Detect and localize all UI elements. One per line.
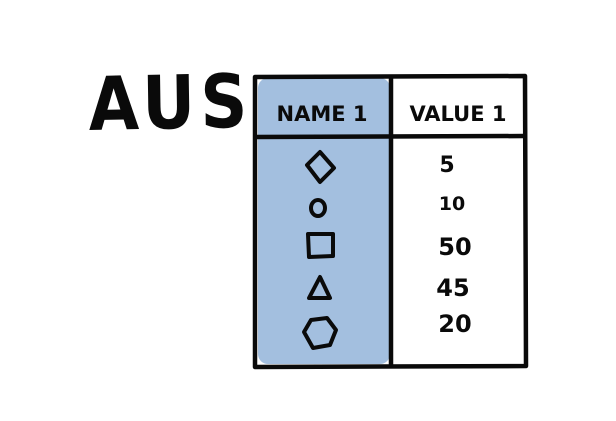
triangle-icon	[307, 275, 332, 300]
value-cell: 5	[439, 153, 454, 178]
header-value: VALUE 1	[409, 102, 506, 126]
hexagon-icon	[302, 316, 338, 350]
value-cell: 20	[438, 310, 471, 338]
name-column-highlight	[258, 78, 390, 364]
value-cell: 50	[438, 233, 471, 261]
value-cell: 45	[436, 274, 469, 302]
value-cell: 10	[439, 193, 465, 215]
square-icon	[306, 232, 335, 259]
circle-icon	[309, 198, 327, 218]
table-border	[252, 73, 529, 370]
diamond-icon	[305, 150, 336, 184]
header-name: NAME 1	[277, 102, 368, 126]
